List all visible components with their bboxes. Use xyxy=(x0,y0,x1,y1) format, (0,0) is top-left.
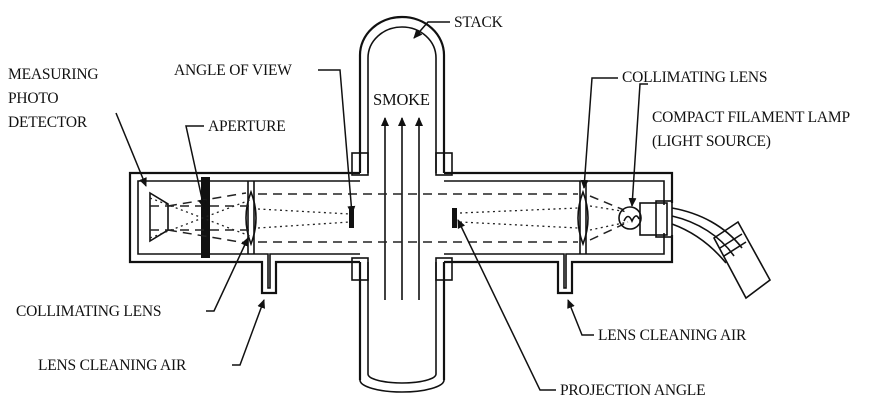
photo-detector xyxy=(149,191,169,243)
aperture-plate xyxy=(201,177,210,258)
smoke-flow-arrows xyxy=(381,117,423,300)
label-lens-cleaning-air-left: LENS CLEANING AIR xyxy=(38,357,187,374)
label-smoke: SMOKE xyxy=(373,90,430,109)
label-compact-filament-lamp: COMPACT FILAMENT LAMP xyxy=(652,109,850,126)
label-detector: DETECTOR xyxy=(8,114,88,131)
label-collimating-lens-right: COLLIMATING LENS xyxy=(622,69,767,86)
label-photo: PHOTO xyxy=(8,90,58,107)
label-light-source: (LIGHT SOURCE) xyxy=(652,133,771,150)
label-projection-angle: PROJECTION ANGLE xyxy=(560,382,705,399)
optical-path xyxy=(149,192,629,244)
label-collimating-lens-left: COLLIMATING LENS xyxy=(16,303,161,320)
label-lens-cleaning-air-right: LENS CLEANING AIR xyxy=(598,327,747,344)
filament-lamp xyxy=(618,200,673,238)
collimating-lens-right xyxy=(577,189,589,247)
lamp-cable xyxy=(671,207,772,300)
lamp-housing xyxy=(444,171,674,295)
leader-lines xyxy=(115,21,648,391)
label-aperture: APERTURE xyxy=(208,118,286,135)
stack xyxy=(351,15,453,393)
label-measuring: MEASURING xyxy=(8,66,98,83)
detector-housing xyxy=(128,171,360,295)
collimating-lens-left xyxy=(245,189,257,247)
label-angle-of-view: ANGLE OF VIEW xyxy=(174,62,292,79)
label-stack: STACK xyxy=(454,14,504,31)
